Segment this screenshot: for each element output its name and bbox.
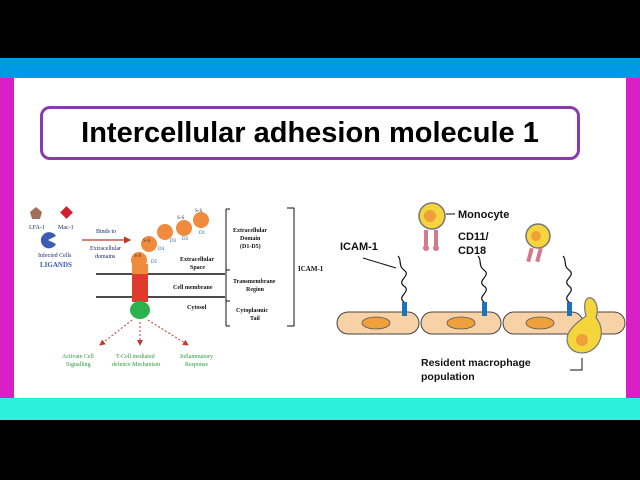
- domain-d4-shape: [141, 236, 157, 252]
- icam-stalk-upper: [132, 264, 148, 274]
- icam1-bracket-label: ICAM-1: [298, 265, 324, 273]
- domain-d2-label: D2: [182, 237, 189, 242]
- infected-cells-label: Infected Cells: [38, 252, 72, 259]
- right-magenta-stripe: [626, 78, 640, 398]
- outcome-arrows: [99, 319, 189, 346]
- lfa1-pentagon-icon: [30, 207, 42, 219]
- monocyte-middle: [525, 223, 551, 263]
- bottom-cyan-stripe: [0, 398, 640, 420]
- macrophage-arrow: [570, 358, 583, 371]
- left-magenta-stripe: [0, 78, 14, 398]
- domain-d2-shape: [176, 220, 192, 236]
- top-black-band: [0, 0, 640, 58]
- icam-domains: D1 D2 D3 D4 D5 S-S S-S S-S S-S: [131, 209, 209, 268]
- lfa1-label: LFA-1: [29, 225, 45, 231]
- binds-to-label: Binds to: [96, 229, 116, 235]
- top-blue-stripe: [0, 58, 640, 78]
- ligands-label: LIGANDS: [40, 261, 72, 269]
- region-brackets: [225, 207, 295, 327]
- icam-pointer-line: [362, 257, 397, 269]
- domain-d1-label: D1: [199, 231, 206, 236]
- domain-d1-shape: [193, 212, 209, 228]
- cytoplasmic-tail: [130, 301, 150, 319]
- page-title: Intercellular adhesion molecule 1: [81, 116, 539, 149]
- monocyte-label: Monocyte: [458, 209, 509, 221]
- domain-d3-shape: [157, 224, 173, 240]
- disulfide-label-1: S-S: [195, 209, 202, 214]
- cd11-cd18-label: CD11/CD18: [458, 231, 489, 257]
- title-box: Intercellular adhesion molecule 1: [40, 106, 580, 160]
- endothelial-layer: [336, 311, 626, 335]
- disulfide-label-4: S-S: [134, 254, 141, 259]
- mac1-diamond-icon: [60, 206, 73, 219]
- disulfide-label-3: S-S: [143, 239, 150, 244]
- domain-d3-label: D3: [170, 239, 177, 244]
- transmembrane-segment: [132, 274, 148, 302]
- icam1-right-label: ICAM-1: [340, 241, 378, 253]
- ligand-legend: LFA-1 Mac-1 Infected Cells LIGANDS: [29, 206, 74, 269]
- domain-d4-label: D4: [158, 247, 165, 252]
- cytosol-label: Cytosol: [187, 305, 207, 311]
- domain-d5-label: D5: [151, 260, 158, 265]
- infected-cell-icon: [40, 232, 56, 249]
- mac1-label: Mac-1: [58, 225, 74, 231]
- cell-membrane-label: Cell membrane: [173, 285, 213, 291]
- bottom-black-band: [0, 420, 640, 480]
- icam-receptors: [397, 255, 572, 316]
- transmigrating-macrophage: [566, 297, 602, 354]
- disulfide-label-2: S-S: [177, 216, 184, 221]
- monocyte-top: [418, 202, 446, 251]
